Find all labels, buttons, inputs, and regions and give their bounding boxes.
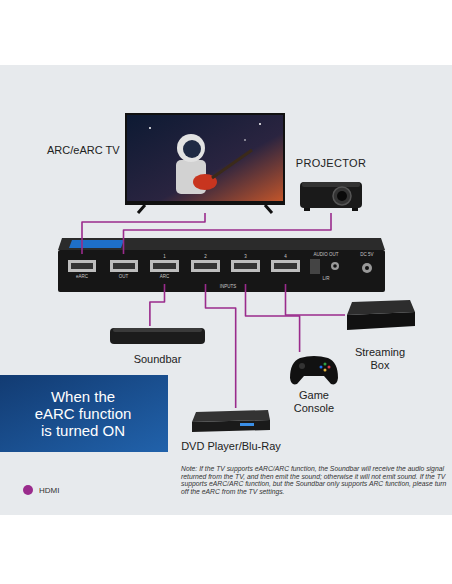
controller-stick <box>299 363 305 369</box>
hdmi-port-slot <box>234 263 257 269</box>
audio-out-port: AUDIO OUT L/R <box>306 252 346 284</box>
brand-logo <box>69 240 124 248</box>
callout-banner: When the eARC function is turned ON <box>0 375 168 452</box>
hdmi-port-shell <box>271 260 300 272</box>
node-label: When the eARC function is turned ON <box>30 388 136 439</box>
hdmi-cable <box>150 284 165 326</box>
dvd-front <box>192 420 270 432</box>
tv-frame <box>125 113 285 205</box>
node-label: 2 <box>189 254 222 259</box>
hdmi-port-slot <box>153 263 176 269</box>
hdmi-port: eARC <box>64 254 100 284</box>
hdmi-cable <box>82 213 205 254</box>
dc-jack <box>362 263 372 273</box>
astronaut-helmet <box>177 134 205 162</box>
node-label: Game Console <box>285 389 343 414</box>
node-label: INPUTS <box>208 284 248 289</box>
hdmi-port-shell <box>110 260 138 272</box>
hdmi-cable <box>206 284 236 408</box>
astronaut-visor <box>183 140 201 158</box>
node-label: DVD Player/Blu-Ray <box>172 440 290 453</box>
node-label: 4 <box>269 254 302 259</box>
streaming-box-node: Streaming Box <box>345 298 415 332</box>
controller-button <box>328 366 331 369</box>
star <box>259 123 261 125</box>
banner-background <box>0 375 168 452</box>
soundbar-node: Soundbar <box>110 326 205 346</box>
panel-background <box>0 65 452 515</box>
streaming-box-front <box>347 312 415 330</box>
switch-device: INPUTS eARC OUT 1ARC 2 3 4 AUDIO OUT L/R DC 5V <box>58 238 385 292</box>
hdmi-port: 4 <box>269 254 302 284</box>
hdmi-cable <box>286 284 346 315</box>
hdmi-port-shell <box>68 260 96 272</box>
game-controller <box>290 356 338 384</box>
controller-button <box>324 363 327 366</box>
node-sublabel: L/R <box>306 276 346 281</box>
node-label: OUT <box>106 274 141 279</box>
node-label: ARC/eARC TV <box>47 144 123 157</box>
projector-top <box>302 182 360 187</box>
optical-jack <box>310 259 320 274</box>
audio-jack <box>331 262 339 270</box>
switch-front-face <box>58 250 385 292</box>
node-label: DC 5V <box>352 252 382 257</box>
dvd-display <box>240 423 254 426</box>
projector-lens-core <box>337 191 347 201</box>
node-label: Streaming Box <box>349 346 411 371</box>
star <box>244 139 246 141</box>
node-label: PROJECTOR <box>292 157 370 170</box>
tv-node: ARC/eARC TV <box>125 113 285 213</box>
hdmi-port-shell <box>191 260 220 272</box>
node-label: 3 <box>229 254 262 259</box>
hdmi-cable <box>246 284 300 352</box>
dvd-player-node: DVD Player/Blu-Ray <box>192 408 270 432</box>
hdmi-port: OUT <box>106 254 141 284</box>
tv-legs <box>138 205 272 213</box>
note-text: Note: If the TV supports eARC/ARC functi… <box>181 465 447 495</box>
hdmi-port: 3 <box>229 254 262 284</box>
hdmi-cable <box>124 213 332 254</box>
soundbar-top <box>113 328 202 332</box>
node-label: 1 <box>148 254 181 259</box>
projector-foot <box>352 208 358 211</box>
projector-foot <box>304 208 310 211</box>
legend-text: HDMI <box>39 486 59 495</box>
node-sublabel: ARC <box>148 274 181 279</box>
legend-swatch <box>23 485 33 495</box>
hdmi-port: 2 <box>189 254 222 284</box>
hdmi-port-slot <box>274 263 297 269</box>
tv-screen <box>127 115 283 201</box>
soundbar-body <box>110 328 205 344</box>
dvd-top <box>192 410 270 422</box>
hdmi-port-slot <box>71 263 93 269</box>
hdmi-port-shell <box>231 260 260 272</box>
projector-body <box>300 182 362 208</box>
node-label: AUDIO OUT <box>306 252 346 257</box>
star <box>149 127 151 129</box>
node-label: Soundbar <box>110 353 205 366</box>
game-console-node: Game Console <box>290 352 338 386</box>
hdmi-port-slot <box>194 263 217 269</box>
node-label: eARC <box>64 274 100 279</box>
hdmi-port-slot <box>113 263 135 269</box>
power-port: DC 5V <box>352 252 382 284</box>
controller-button <box>324 369 327 372</box>
projector-node: PROJECTOR <box>300 176 362 213</box>
projector-lens <box>333 187 351 205</box>
guitar-neck <box>212 150 252 178</box>
audio-jack-hole <box>333 264 337 268</box>
hdmi-port-shell <box>150 260 179 272</box>
switch-top-face <box>58 238 385 250</box>
hdmi-port: 1ARC <box>148 254 181 284</box>
dc-jack-hole <box>365 266 369 270</box>
controller-button <box>320 366 323 369</box>
